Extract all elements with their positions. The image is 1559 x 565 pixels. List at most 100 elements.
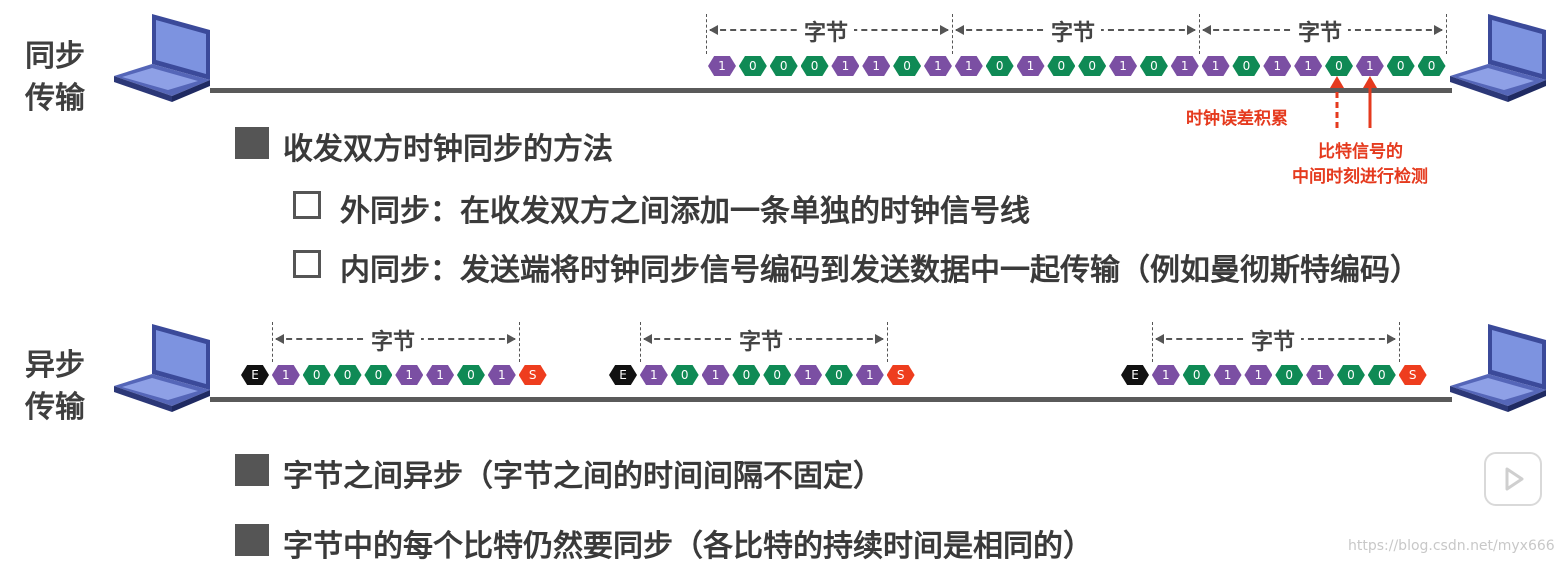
async-label-line1: 异步: [25, 348, 85, 383]
dim-tick: [1152, 322, 1153, 362]
arrow-left-icon: [1155, 334, 1164, 344]
sync-byte-label-2: 字节: [1045, 15, 1102, 47]
bit-0-marker: 0: [1367, 365, 1396, 385]
dim-tick: [640, 322, 641, 362]
bit-1-marker: 1: [1170, 56, 1199, 76]
laptop-icon-left-async: [114, 324, 210, 412]
async-byte-label-1: 字节: [365, 324, 422, 356]
bit-0-marker: 0: [800, 56, 829, 76]
bit-1-marker: 1: [923, 56, 952, 76]
sync-label-line1: 同步: [25, 39, 85, 74]
start-marker: S: [886, 365, 915, 385]
bullet-square-icon: [235, 454, 269, 486]
bit-1-marker: 1: [1263, 56, 1292, 76]
end-marker: E: [241, 365, 269, 385]
bit-1-marker: 1: [395, 365, 424, 385]
sync-label-line2: 传输: [25, 81, 85, 116]
async-transmission-line: [210, 397, 1452, 402]
bit-1-marker: 1: [1244, 365, 1273, 385]
checkbox-square-icon: [293, 191, 321, 219]
bit-0-marker: 0: [1078, 56, 1107, 76]
bit-1-marker: 1: [271, 365, 300, 385]
bit-1-marker: 1: [794, 365, 823, 385]
bit-0-marker: 0: [1232, 56, 1261, 76]
bit-0-marker: 0: [1336, 365, 1365, 385]
arrow-right-icon: [507, 334, 516, 344]
dim-tick: [1199, 14, 1200, 54]
detection-arrows: [1330, 76, 1377, 128]
arrow-left-icon: [275, 334, 284, 344]
play-button[interactable]: [1484, 452, 1542, 506]
bit-0-marker: 0: [670, 365, 699, 385]
arrow-right-icon: [940, 25, 949, 35]
bit-0-marker: 0: [893, 56, 922, 76]
bit-1-marker: 1: [639, 365, 668, 385]
bit-0-marker: 0: [302, 365, 331, 385]
bit-0-marker: 0: [1139, 56, 1168, 76]
arrow-right-icon: [1387, 334, 1396, 344]
dim-tick: [1446, 14, 1447, 54]
bit-1-marker: 1: [1151, 365, 1180, 385]
laptop-icon-left-sync: [114, 14, 210, 102]
bit-0-marker: 0: [763, 365, 792, 385]
bit-0-marker: 0: [1386, 56, 1415, 76]
bit-1-marker: 1: [1294, 56, 1323, 76]
arrow-left-icon: [643, 334, 652, 344]
checkbox-square-icon: [293, 250, 321, 278]
arrow-right-icon: [1434, 25, 1443, 35]
sync-heading: 收发双方时钟同步的方法: [283, 132, 613, 167]
bit-0-marker: 0: [769, 56, 798, 76]
bit-0-marker: 0: [738, 56, 767, 76]
bit-1-marker: 1: [1306, 365, 1335, 385]
arrow-left-icon: [709, 25, 718, 35]
dim-tick: [706, 14, 707, 54]
async-point-1: 字节之间异步（字节之间的时间间隔不固定）: [283, 459, 883, 494]
dim-tick: [272, 322, 273, 362]
laptop-icon-right-sync: [1450, 14, 1546, 102]
async-label-line2: 传输: [25, 390, 85, 425]
dim-tick: [1399, 322, 1400, 362]
bit-1-marker: 1: [855, 365, 884, 385]
bit-1-marker: 1: [831, 56, 860, 76]
bit-1-marker: 1: [1109, 56, 1138, 76]
bit-1-marker: 1: [1355, 56, 1384, 76]
start-marker: S: [518, 365, 547, 385]
sync-byte-label-1: 字节: [798, 15, 855, 47]
external-sync-method: 外同步：在收发双方之间添加一条单独的时钟信号线: [340, 194, 1030, 229]
dim-tick: [952, 14, 953, 54]
arrow-right-icon: [875, 334, 884, 344]
bit-1-marker: 1: [487, 365, 516, 385]
bit-1-marker: 1: [701, 365, 730, 385]
bit-1-marker: 1: [1213, 365, 1242, 385]
bit-0-marker: 0: [732, 365, 761, 385]
detect-annotation-line2: 中间时刻进行检测: [1292, 167, 1428, 187]
bit-0-marker: 0: [1182, 365, 1211, 385]
bit-0-marker: 0: [456, 365, 485, 385]
bit-1-marker: 1: [1201, 56, 1230, 76]
start-marker: S: [1398, 365, 1427, 385]
sync-label: 同步 传输: [20, 36, 90, 120]
bit-0-marker: 0: [1275, 365, 1304, 385]
bit-1-marker: 1: [426, 365, 455, 385]
bit-0-marker: 0: [364, 365, 393, 385]
arrow-right-icon: [1187, 25, 1196, 35]
sync-transmission-line: [210, 88, 1452, 93]
sync-byte-label-3: 字节: [1292, 15, 1349, 47]
internal-sync-method: 内同步：发送端将时钟同步信号编码到发送数据中一起传输（例如曼彻斯特编码）: [340, 253, 1420, 288]
bit-1-marker: 1: [954, 56, 983, 76]
arrow-left-icon: [1202, 25, 1211, 35]
play-icon: [1505, 467, 1524, 491]
bit-1-marker: 1: [1016, 56, 1045, 76]
bit-0-marker: 0: [985, 56, 1014, 76]
watermark: https://blog.csdn.net/myx666: [1348, 538, 1555, 554]
end-marker: E: [609, 365, 637, 385]
bit-0-marker: 0: [1047, 56, 1076, 76]
async-label: 异步 传输: [20, 345, 90, 429]
bullet-square-icon: [235, 127, 269, 159]
bit-0-marker: 0: [1325, 56, 1353, 76]
laptop-icon-right-async: [1450, 324, 1546, 412]
bit-0-marker: 0: [1417, 56, 1446, 76]
bullet-square-icon: [235, 524, 269, 556]
arrow-left-icon: [955, 25, 964, 35]
dim-tick: [887, 322, 888, 362]
